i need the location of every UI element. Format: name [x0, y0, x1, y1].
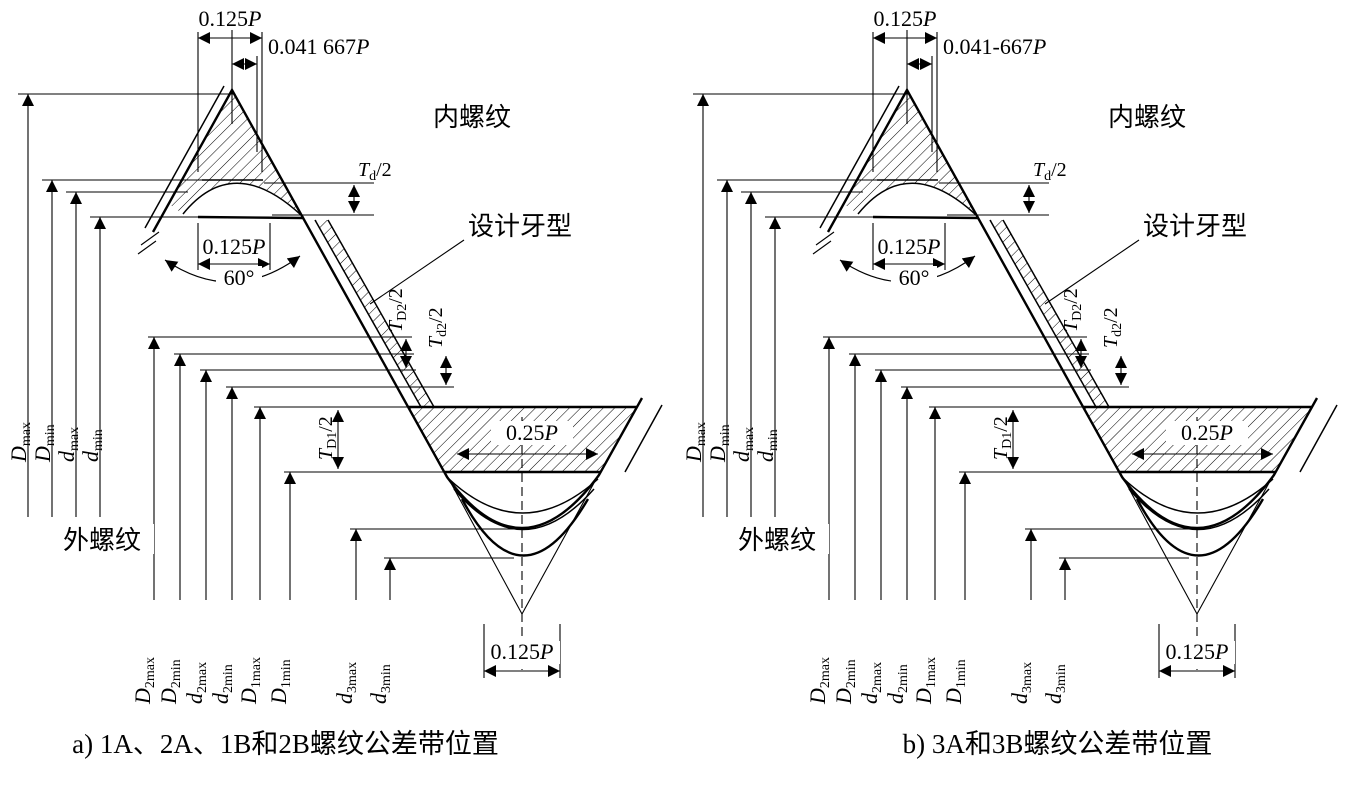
dim-025p: 0.25P	[506, 420, 558, 445]
dim-label-D2max-b: D2max	[805, 657, 833, 705]
label-design-profile: 设计牙型	[468, 211, 572, 241]
dim-0125p-crest: 0.125P	[202, 234, 265, 259]
dim-label-d3max-b: d3max	[1007, 662, 1035, 704]
dim-label-Dmax: Dmax	[6, 422, 34, 463]
thread-profile-a	[137, 85, 663, 670]
text-labels-a: 0.125P 0.041 667P 内螺纹 Td/2 设计牙型 0.125P 6…	[6, 6, 572, 705]
dim-0125p-root-b: 0.125P	[1165, 639, 1228, 664]
dim-label-d3min: d3min	[366, 664, 394, 704]
caption-panel-b: b) 3A和3B螺纹公差带位置	[902, 729, 1213, 759]
tol-td-label: Td/2	[358, 159, 392, 184]
dim-label-Dmin: Dmin	[30, 424, 58, 463]
root-dimensions-b	[1131, 421, 1273, 678]
tol-TD1-label-b: TD1/2	[990, 416, 1015, 460]
panel-a: 0.125P 0.041 667P 内螺纹 Td/2 设计牙型 0.125P 6…	[0, 2, 675, 761]
dim-label-dmin: dmin	[78, 429, 106, 462]
dim-label-d2max: d2max	[182, 662, 210, 704]
dim-label-d3max: d3max	[332, 662, 360, 704]
root-dimensions-a	[456, 421, 598, 678]
crest-dimensions-a	[164, 30, 464, 305]
tol-TD1-label: TD1/2	[315, 416, 340, 460]
dim-label-D1max-b: D1max	[911, 657, 939, 705]
dim-label-dmax: dmax	[54, 427, 82, 462]
dim-label-d2max-b: d2max	[857, 662, 885, 704]
dim-0125p-top-b: 0.125P	[873, 6, 936, 31]
dim-label-dmin-b: dmin	[753, 429, 781, 462]
dim-0125p-crest-b: 0.125P	[877, 234, 940, 259]
label-external-thread: 外螺纹	[62, 525, 140, 555]
left-dimension-lines-b	[692, 93, 909, 517]
thread-diagram-a: 0.125P 0.041 667P 内螺纹 Td/2 设计牙型 0.125P 6…	[6, 6, 663, 705]
dim-label-d3min-b: d3min	[1041, 664, 1069, 704]
dim-label-d2min-b: d2min	[883, 664, 911, 704]
tol-td-label-b: Td/2	[1033, 159, 1067, 184]
tol-td2-label-b: Td2/2	[1100, 307, 1125, 348]
panel-b: 0.125P 0.041-667P 内螺纹 Td/2 设计牙型 0.125P 6…	[675, 2, 1350, 761]
thread-profile-b	[812, 85, 1338, 670]
bottom-dimension-lines-a	[147, 336, 514, 600]
dim-label-Dmin-b: Dmin	[705, 424, 733, 463]
dim-0125p-top: 0.125P	[198, 6, 261, 31]
dim-60deg: 60°	[223, 265, 254, 290]
tol-TD2-label: TD2/2	[385, 288, 410, 332]
label-design-profile-b: 设计牙型	[1143, 211, 1247, 241]
dim-label-dmax-b: dmax	[729, 427, 757, 462]
dim-label-D2min-b: D2min	[831, 659, 859, 705]
dim-0041667p: 0.041 667P	[268, 34, 369, 59]
dim-label-D1min-b: D1min	[941, 659, 969, 705]
dim-label-D1min: D1min	[266, 659, 294, 705]
tol-TD2-label-b: TD2/2	[1060, 288, 1085, 332]
crest-dimensions-b	[839, 30, 1139, 305]
dim-0125p-root: 0.125P	[490, 639, 553, 664]
dim-025p-b: 0.25P	[1181, 420, 1233, 445]
tol-td2-label: Td2/2	[425, 307, 450, 348]
dim-label-D2min: D2min	[156, 659, 184, 705]
dim-label-D2max: D2max	[130, 657, 158, 705]
label-internal-thread: 内螺纹	[432, 102, 510, 132]
label-internal-thread-b: 内螺纹	[1107, 102, 1185, 132]
label-external-thread-b: 外螺纹	[737, 525, 815, 555]
dim-0041667p-b: 0.041-667P	[943, 34, 1046, 59]
thread-diagram-b: 0.125P 0.041-667P 内螺纹 Td/2 设计牙型 0.125P 6…	[681, 6, 1338, 705]
text-labels-b: 0.125P 0.041-667P 内螺纹 Td/2 设计牙型 0.125P 6…	[681, 6, 1247, 705]
bottom-dimension-lines-b	[822, 336, 1189, 600]
dim-label-D1max: D1max	[236, 657, 264, 705]
dim-60deg-b: 60°	[898, 265, 929, 290]
dim-label-d2min: d2min	[208, 664, 236, 704]
caption-panel-a: a) 1A、2A、1B和2B螺纹公差带位置	[72, 729, 499, 759]
left-dimension-lines-a	[17, 93, 234, 517]
dim-label-Dmax-b: Dmax	[681, 422, 709, 463]
